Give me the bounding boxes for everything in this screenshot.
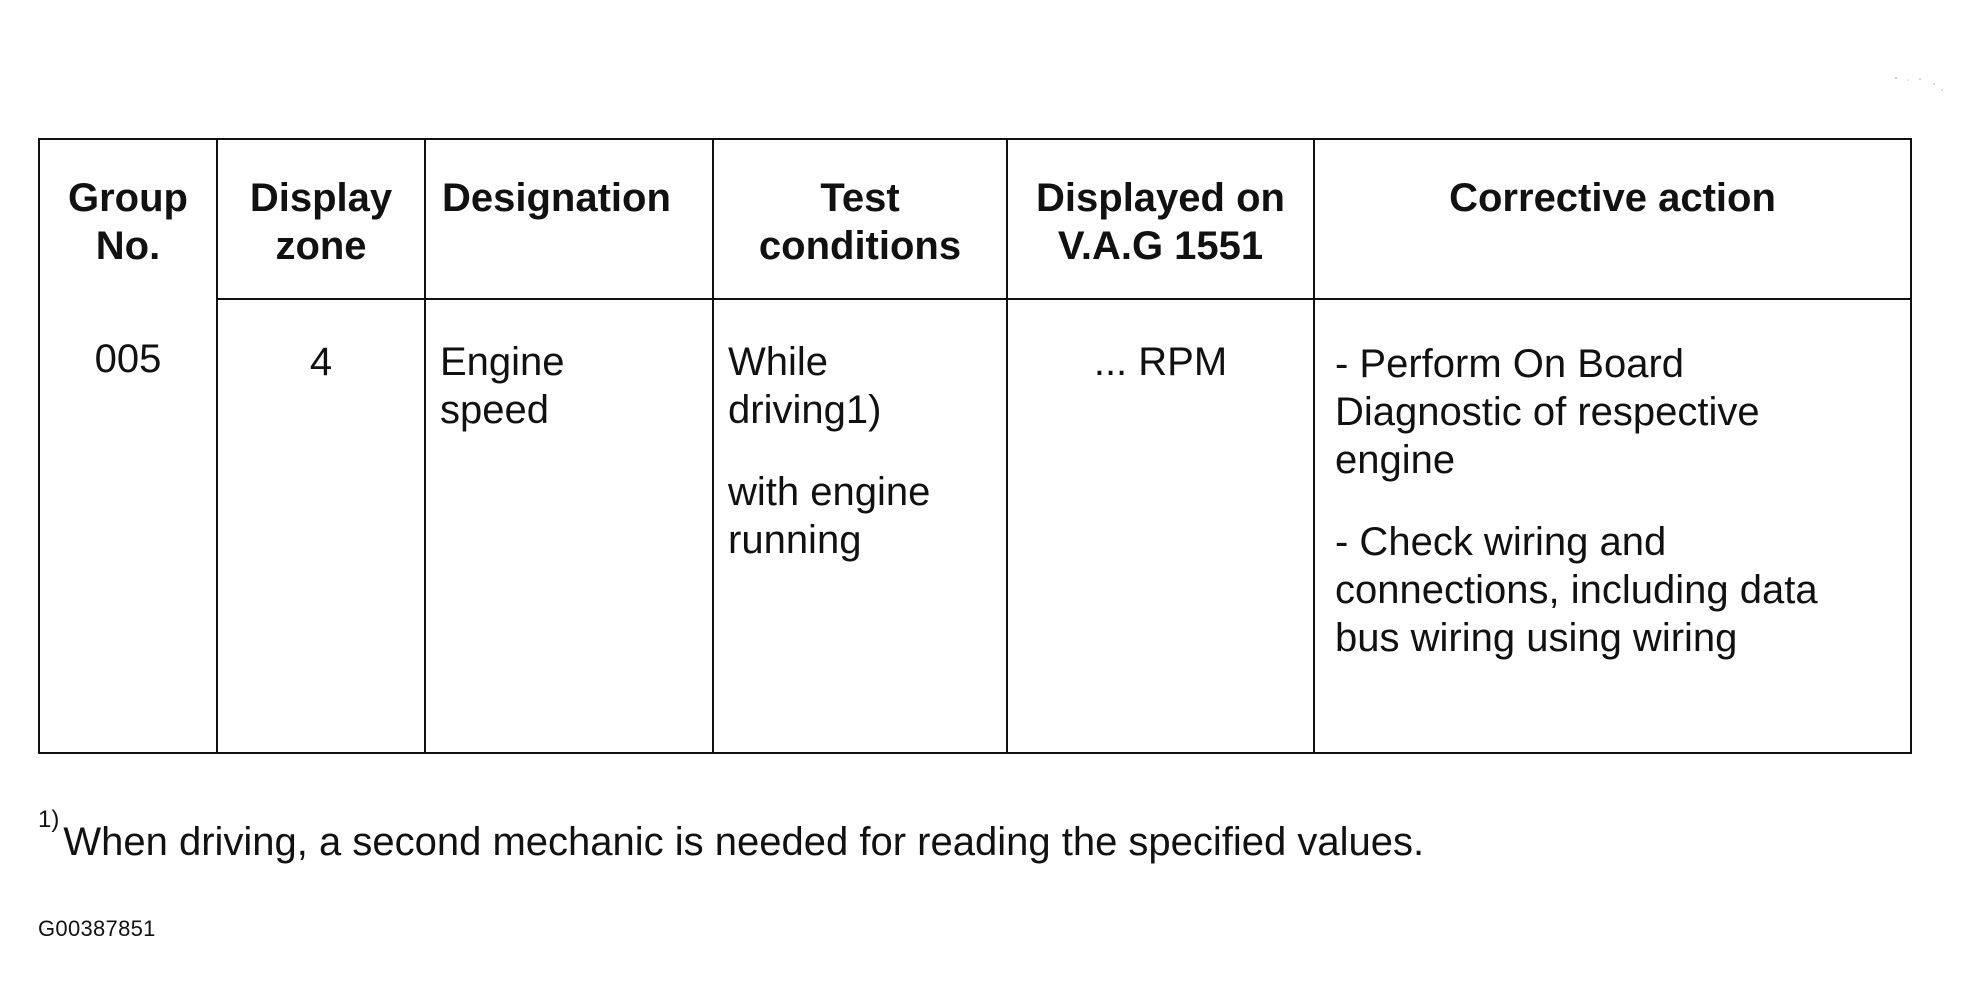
footnote-marker: 1) (38, 805, 60, 833)
header-displayed-on: Displayed on V.A.G 1551 (1006, 138, 1315, 300)
header-designation: Designation (424, 138, 714, 300)
footnote-text: When driving, a second mechanic is neede… (63, 820, 1425, 864)
table-header-row: Group No. Display zone Designation Test … (38, 138, 1912, 300)
test-conditions-paragraph-1: While driving1) (728, 340, 882, 432)
cell-test-conditions: While driving1) with engine running (712, 298, 1008, 754)
measuring-value-table: Group No. Display zone Designation Test … (38, 138, 1912, 754)
cell-displayed-on: ... RPM (1006, 298, 1315, 754)
header-corrective-action: Corrective action (1313, 138, 1912, 300)
cell-group-no: 005 (38, 299, 218, 754)
corrective-action-paragraph-2: - Check wiring and connections, includin… (1335, 520, 1818, 660)
test-conditions-paragraph-2: with engine running (728, 470, 931, 562)
table-row: 005 4 Engine speed While driving1) with … (38, 298, 1912, 754)
cell-display-zone: 4 (216, 298, 426, 754)
scan-specks (1895, 77, 1943, 91)
corrective-action-paragraph-1: - Perform On Board Diagnostic of respect… (1335, 342, 1760, 482)
figure-id: G00387851 (38, 916, 156, 941)
header-group-no: Group No. (38, 138, 218, 299)
header-display-zone: Display zone (216, 138, 426, 300)
header-test-conditions: Test conditions (712, 138, 1008, 300)
cell-corrective-action: - Perform On Board Diagnostic of respect… (1313, 298, 1912, 754)
cell-designation: Engine speed (424, 298, 714, 754)
footnote: 1)When driving, a second mechanic is nee… (38, 807, 1425, 866)
